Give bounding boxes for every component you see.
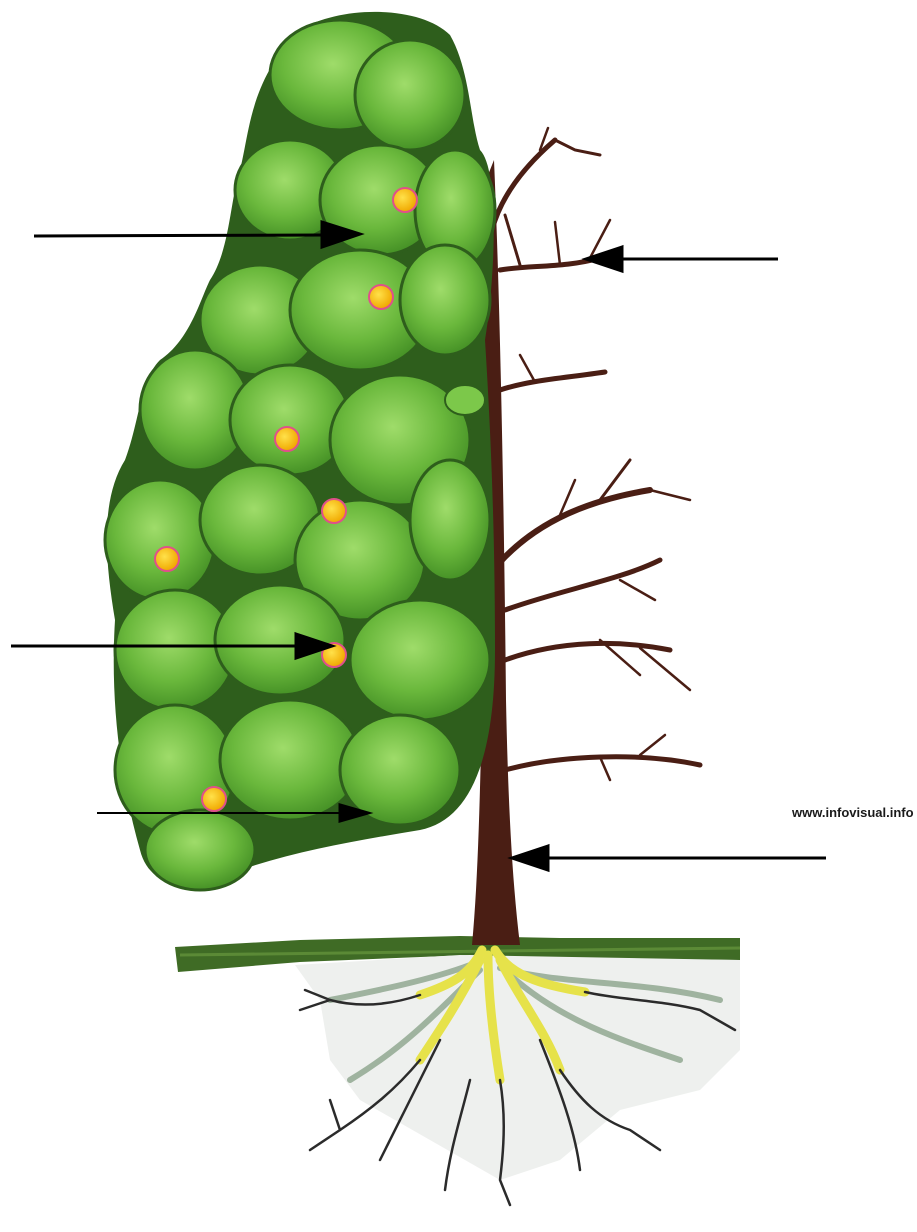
branches xyxy=(492,128,700,780)
source-credit: www.infovisual.info xyxy=(792,805,914,820)
pointer-branches xyxy=(586,247,778,271)
fruit xyxy=(155,547,179,571)
fruit xyxy=(275,427,299,451)
fruit xyxy=(393,188,417,212)
fruit xyxy=(322,499,346,523)
fruit xyxy=(202,787,226,811)
ground xyxy=(175,936,740,1180)
fruit xyxy=(369,285,393,309)
foliage xyxy=(105,12,495,890)
pointer-trunk xyxy=(512,846,826,870)
